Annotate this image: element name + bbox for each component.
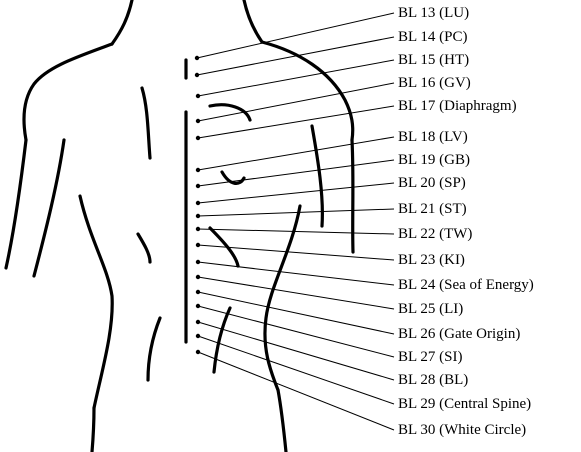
left-torso-side-outline [80, 196, 112, 408]
acupoint-dot [196, 94, 200, 98]
right-lower-body-outline [278, 390, 286, 452]
acupoint-label: BL 25 (LI) [398, 301, 463, 317]
left-shoulder-outline [24, 44, 112, 140]
right-arm-outer-outline [352, 140, 353, 252]
acupoint-label: BL 15 (HT) [398, 52, 469, 68]
acupoint-dot [196, 290, 200, 294]
leader-line [198, 160, 394, 186]
leader-line [198, 229, 394, 234]
acupoint-label: BL 13 (LU) [398, 5, 469, 21]
right-hip-outline [214, 308, 230, 372]
acupoint-dot [196, 350, 200, 354]
acupoint-dot [195, 56, 199, 60]
acupoint-label: BL 16 (GV) [398, 75, 471, 91]
leader-line [198, 209, 394, 216]
acupoint-dot [196, 119, 200, 123]
acupoint-dot [196, 304, 200, 308]
leader-line [198, 83, 394, 121]
acupoint-dot [196, 334, 200, 338]
acupoint-dot [196, 275, 200, 279]
leader-line [198, 352, 394, 430]
acupoint-label: BL 21 (ST) [398, 201, 467, 217]
acupoint-label: BL 27 (SI) [398, 349, 462, 365]
acupoint-label: BL 26 (Gate Origin) [398, 326, 520, 342]
acupoint-dot [195, 73, 199, 77]
acupoint-label: BL 14 (PC) [398, 29, 467, 45]
acupoint-label: BL 22 (TW) [398, 226, 472, 242]
leader-line [198, 245, 394, 260]
right-arm-inner-outline [312, 126, 322, 226]
acupoint-dot [196, 243, 200, 247]
leader-line [198, 183, 394, 203]
acupoint-label: BL 30 (White Circle) [398, 422, 526, 438]
left-arm-outer-outline [6, 140, 26, 268]
leader-line [198, 306, 394, 357]
acupoint-dot [196, 260, 200, 264]
acupoint-label: BL 23 (KI) [398, 252, 465, 268]
left-lower-rib-outline [138, 234, 150, 262]
right-torso-side-outline [265, 206, 300, 390]
left-hip-outline [148, 318, 160, 380]
acupoint-label: BL 29 (Central Spine) [398, 396, 531, 412]
human-back-outline [6, 0, 353, 452]
left-arm-inner-outline [34, 140, 64, 276]
neck-left-outline [112, 0, 132, 44]
left-scapula-outline [142, 88, 150, 158]
leader-line [198, 137, 394, 170]
acupoint-label: BL 28 (BL) [398, 372, 468, 388]
leader-line [197, 13, 394, 58]
acupoint-label: BL 24 (Sea of Energy) [398, 277, 534, 293]
acupoint-dot [196, 184, 200, 188]
acupoint-dot [196, 320, 200, 324]
acupoint-label: BL 17 (Diaphragm) [398, 98, 517, 114]
leader-line [198, 60, 394, 96]
leader-line [198, 322, 394, 380]
acupoint-label: BL 20 (SP) [398, 175, 466, 191]
acupoint-label: BL 18 (LV) [398, 129, 468, 145]
left-lower-body-outline [92, 408, 94, 452]
acupoint-dot [196, 201, 200, 205]
leader-line [198, 106, 394, 138]
acupoint-dot [196, 214, 200, 218]
acupoint-dot [196, 136, 200, 140]
acupoint-label: BL 19 (GB) [398, 152, 470, 168]
leader-line [198, 336, 394, 404]
acupoint-dot [196, 227, 200, 231]
acupoint-dot [196, 168, 200, 172]
neck-right-outline [244, 0, 262, 42]
leader-line [197, 37, 394, 75]
